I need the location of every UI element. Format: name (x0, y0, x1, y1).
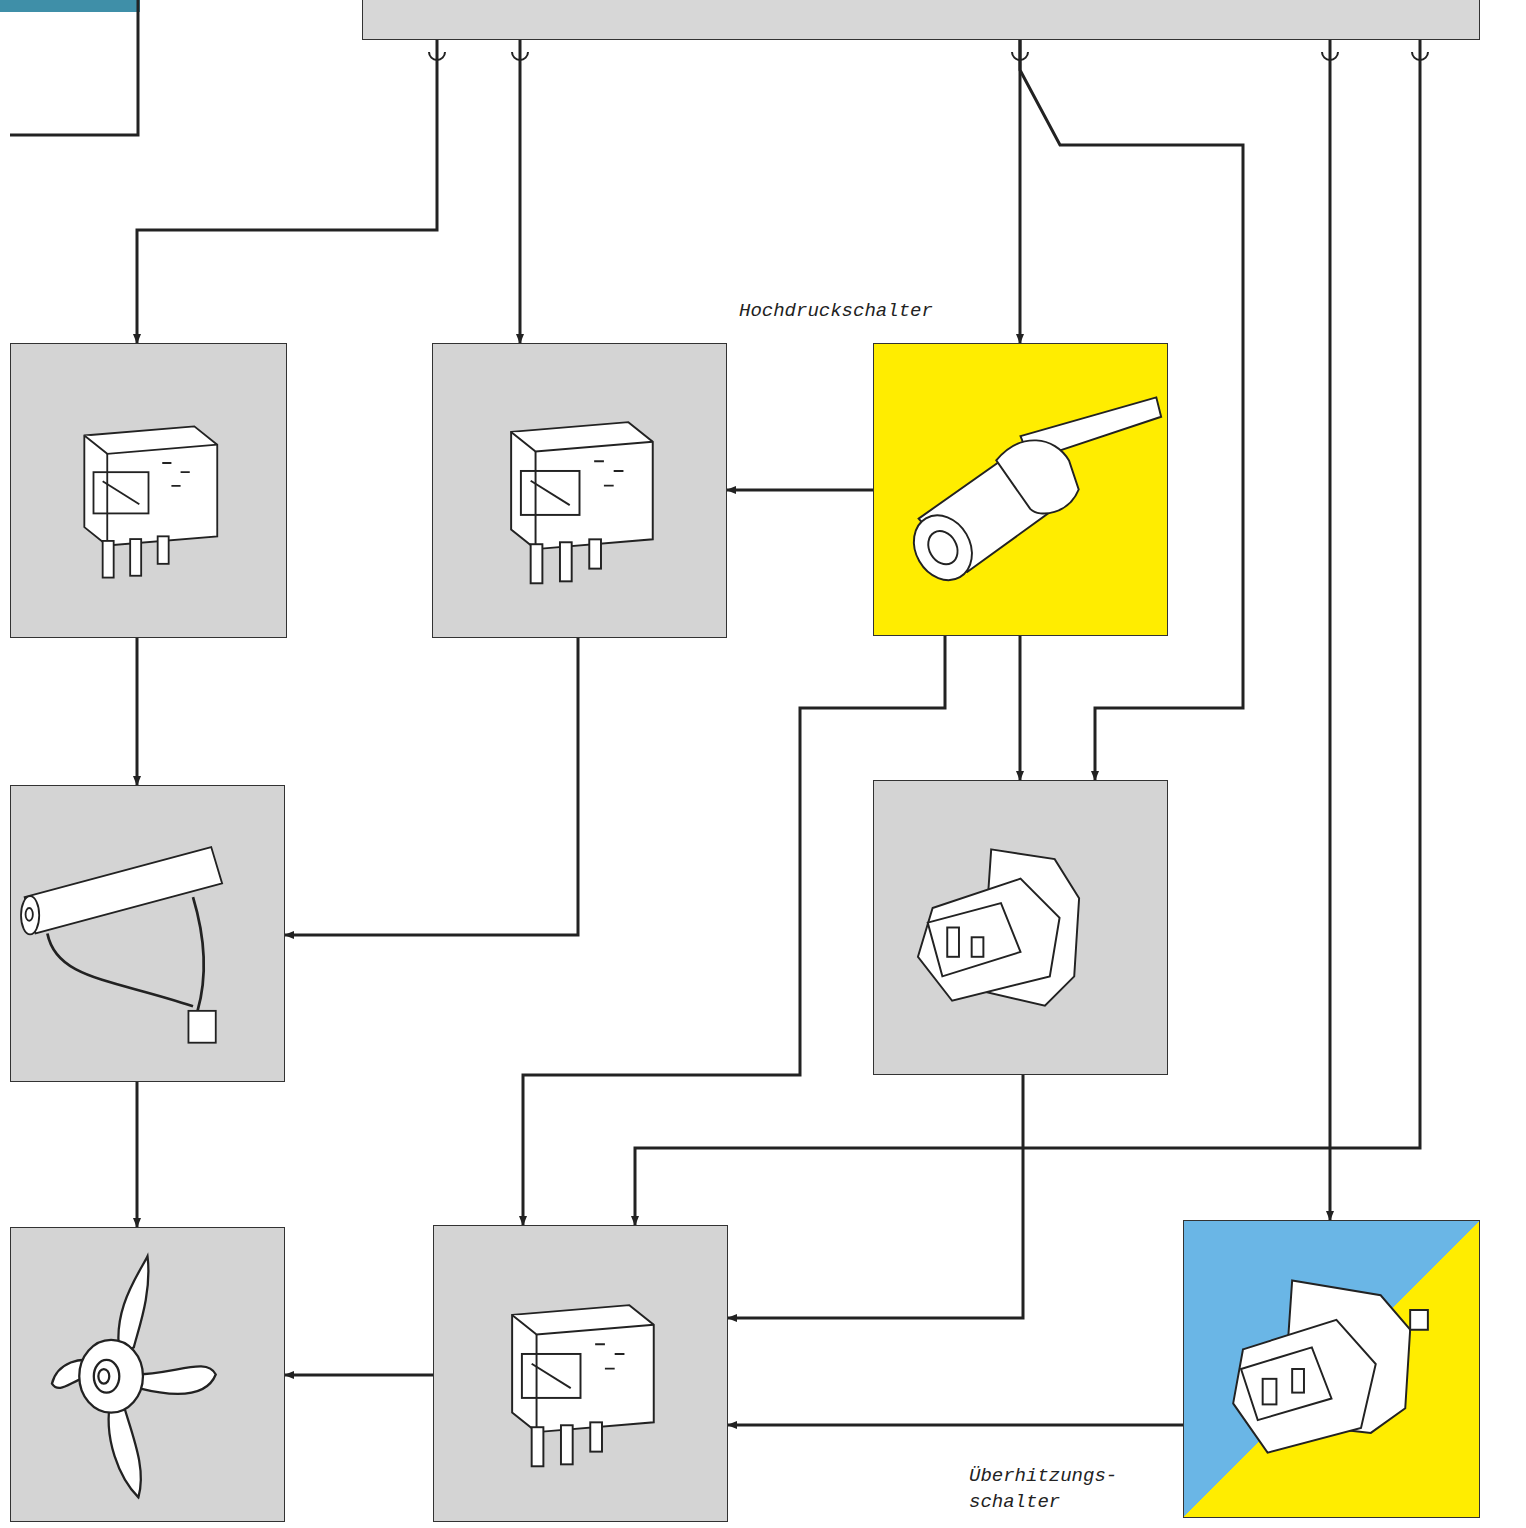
signal-arrow (727, 489, 873, 492)
part-illustration (433, 344, 726, 637)
fan-box (10, 1227, 285, 1522)
part-label: Überhitzungs- schalter (969, 1464, 1169, 1515)
signal-arrow (285, 638, 578, 935)
signal-arrow (635, 40, 1420, 1225)
signal-arrow (136, 1082, 139, 1227)
part-illustration (11, 1228, 284, 1521)
resistor-box (10, 785, 285, 1082)
relay-box (432, 343, 727, 638)
part-label: Hochdruckschalter (739, 299, 999, 325)
signal-arrow (728, 1424, 1183, 1427)
wire (10, 0, 138, 135)
part-illustration (11, 344, 286, 637)
relay-box (10, 343, 287, 638)
signal-arrow (519, 40, 522, 343)
signal-arrow (137, 40, 437, 343)
relay-box (433, 1225, 728, 1522)
thermo-switch-box (873, 780, 1168, 1075)
signal-arrow (136, 638, 139, 785)
part-illustration (874, 781, 1167, 1074)
control-unit-bar (362, 0, 1480, 40)
part-illustration (11, 786, 284, 1081)
signal-arrow (1019, 636, 1022, 780)
part-illustration (434, 1226, 727, 1521)
part-illustration (1184, 1221, 1479, 1517)
panel-fragment (0, 0, 140, 12)
signal-arrow (285, 1374, 433, 1377)
pressure-switch-box: Hochdruckschalter (873, 343, 1168, 636)
overheat-switch-box: Überhitzungs- schalter (1183, 1220, 1480, 1518)
signal-arrow (1329, 40, 1332, 1220)
signal-arrow (728, 1075, 1023, 1318)
signal-arrow (1019, 40, 1022, 343)
part-illustration (874, 344, 1167, 635)
